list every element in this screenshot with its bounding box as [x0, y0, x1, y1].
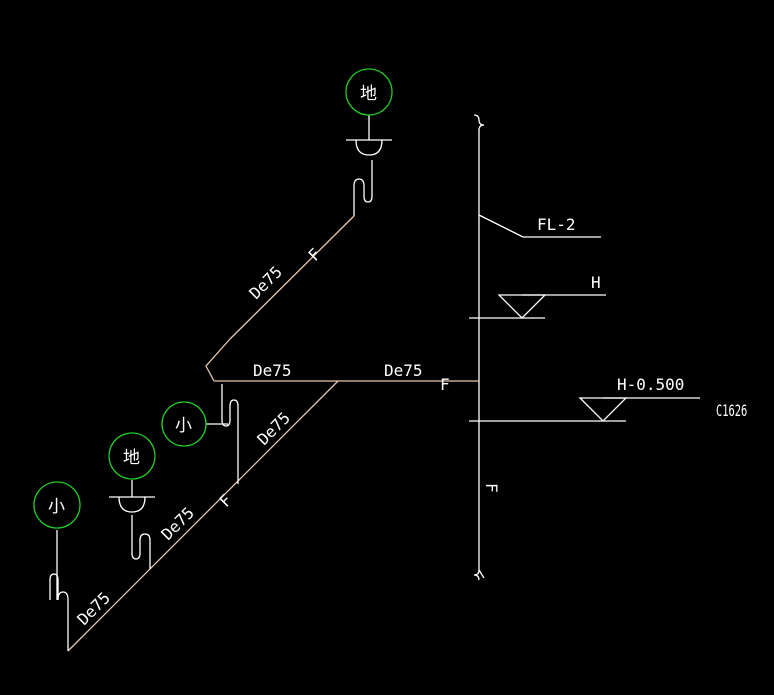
horizontal-branch: De75 De75 F	[205, 338, 479, 394]
level-triangle	[578, 397, 628, 422]
floor-drain-glyph: 地	[123, 448, 140, 468]
fixture-small-2: 小	[161, 384, 239, 484]
fixture-circle	[108, 432, 156, 480]
small-fixture-glyph: 小	[175, 416, 192, 436]
p-trap	[353, 160, 373, 216]
riser-stack: F	[469, 114, 501, 581]
drain-bowl	[355, 139, 383, 156]
fixture-floor-drain-lower: 地	[108, 432, 156, 569]
p-trap	[49, 530, 69, 601]
pipe-bend	[205, 338, 231, 382]
code-label: C1626	[716, 403, 747, 421]
pipe-size-label: De75	[253, 408, 294, 449]
fixture-circle	[345, 68, 393, 116]
lower-branch: De75 De75 De75 F	[67, 380, 339, 652]
level-marker-h: H	[489, 273, 606, 319]
pipe-size-label: De75	[245, 262, 286, 303]
level-triangle	[497, 294, 547, 319]
fixture-circle	[161, 401, 207, 447]
drain-bowl	[118, 496, 146, 513]
leader-line	[478, 214, 524, 238]
p-trap	[131, 515, 151, 569]
fixture-circle	[33, 481, 81, 529]
level-h-label: H	[591, 273, 601, 292]
small-fixture-glyph: 小	[48, 497, 65, 517]
upper-branch: De75 F 地	[229, 68, 393, 340]
valve-label: F	[440, 375, 450, 394]
lower-diagonal-pipe	[67, 380, 339, 652]
riser-name-label: FL-2	[537, 215, 576, 234]
riser-line	[473, 114, 485, 581]
floor-drain-glyph: 地	[360, 84, 377, 104]
level-h-minus-label: H-0.500	[617, 375, 684, 394]
riser-leader: FL-2	[478, 214, 601, 238]
fixture-small-1: 小	[33, 481, 81, 601]
riser-valve-label: F	[482, 483, 501, 493]
pipe-size-label: De75	[157, 503, 198, 544]
pipe-size-label: De75	[384, 361, 423, 380]
p-trap	[221, 384, 239, 484]
pipe-size-label: De75	[253, 361, 292, 380]
upper-diagonal-pipe	[229, 215, 355, 340]
pipe-size-label: De75	[73, 588, 114, 629]
level-marker-h-minus: H-0.500 C1626	[489, 375, 747, 422]
riser-bottom-break	[478, 569, 485, 579]
